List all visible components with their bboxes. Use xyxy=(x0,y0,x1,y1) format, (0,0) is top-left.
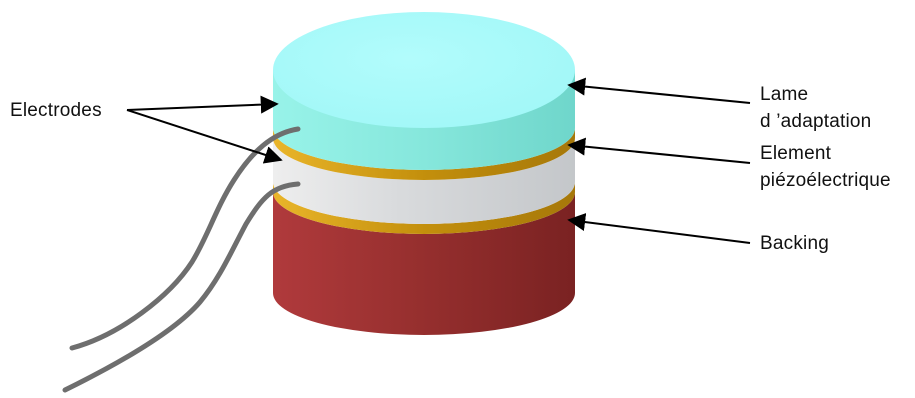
backing-label: Backing xyxy=(760,233,829,254)
annotation-arrows xyxy=(126,77,751,244)
lower-electrode xyxy=(273,182,575,234)
upper-electrode-wire xyxy=(69,126,301,351)
upper-electrode xyxy=(273,128,575,180)
piezo-element xyxy=(273,138,575,224)
arrow-backing xyxy=(567,213,751,244)
arrow-electrodes-upper xyxy=(126,95,279,114)
matching-layer xyxy=(273,12,575,170)
matching-layer-label-line1: Lame xyxy=(760,84,809,105)
arrow-electrodes-lower xyxy=(126,109,283,164)
backing-layer xyxy=(273,192,575,335)
electrode-wires xyxy=(62,126,301,393)
arrow-matching-layer xyxy=(567,77,751,104)
piezo-element-label: Element piézoélectrique xyxy=(760,140,891,194)
lower-electrode-wire xyxy=(62,181,301,393)
matching-layer-label-line2: d ’adaptation xyxy=(760,111,872,132)
arrow-piezo-element xyxy=(567,137,751,164)
piezo-element-label-line2: piézoélectrique xyxy=(760,170,891,191)
electrodes-label: Electrodes xyxy=(10,100,102,121)
piezo-element-label-line1: Element xyxy=(760,143,832,164)
matching-layer-label: Lame d ’adaptation xyxy=(760,81,871,135)
